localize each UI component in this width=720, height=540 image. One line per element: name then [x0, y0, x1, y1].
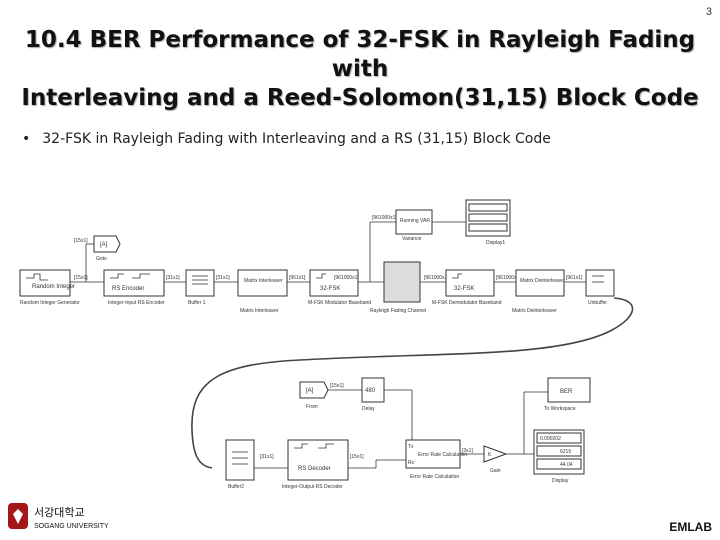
svg-text:32-FSK: 32-FSK — [454, 286, 474, 292]
delay-block[interactable]: 480 Delay — [361, 377, 385, 412]
svg-text:Error Rate Calculation: Error Rate Calculation — [410, 474, 459, 480]
svg-text:Rx: Rx — [408, 460, 415, 466]
svg-text:M-FSK Demodulator Baseband: M-FSK Demodulator Baseband — [432, 300, 502, 306]
university-logo: 서강대학교 SOGANG UNIVERSITY — [8, 503, 109, 530]
svg-text:[961000x1]: [961000x1] — [496, 275, 521, 281]
svg-text:0.090202: 0.090202 — [540, 436, 561, 442]
svg-text:6215: 6215 — [560, 449, 571, 455]
error-rate-block[interactable]: Tx Rx Error Rate Calculation Error Rate … — [405, 439, 473, 480]
svg-text:Running VAR: Running VAR — [400, 218, 430, 224]
svg-text:서강대학교: 서강대학교 — [34, 506, 85, 519]
svg-text:Buffer 1: Buffer 1 — [188, 300, 206, 306]
svg-text:Random Integer Generator: Random Integer Generator — [20, 300, 80, 306]
svg-text:Matrix Deinterleaver: Matrix Deinterleaver — [512, 308, 557, 314]
mfsk-demodulator-block[interactable]: 32-FSK M-FSK Demodulator Baseband [96100… — [432, 269, 521, 306]
svg-text:Rayleigh Fading Channel: Rayleigh Fading Channel — [370, 308, 426, 314]
title-line-2: Interleaving and a Reed-Solomon(31,15) B… — [21, 85, 699, 111]
svg-text:Integer-Input RS Encoder: Integer-Input RS Encoder — [108, 300, 165, 306]
svg-text:[31x1]: [31x1] — [216, 275, 230, 281]
svg-text:To Workspace: To Workspace — [544, 406, 576, 412]
rs-encoder-block[interactable]: RS Encoder Integer-Input RS Encoder [31x… — [103, 269, 180, 306]
slide-number: 3 — [705, 6, 712, 18]
svg-text:[961000x1]: [961000x1] — [372, 215, 397, 221]
display-block[interactable]: 0.090202 6215 44.04 Display — [533, 429, 585, 484]
svg-text:[15x1]: [15x1] — [350, 454, 364, 460]
svg-text:[961x1]: [961x1] — [289, 275, 306, 281]
svg-text:Matrix Interleaver: Matrix Interleaver — [240, 308, 279, 314]
svg-text:[961000x1]: [961000x1] — [334, 275, 359, 281]
slide-title: 10.4 BER Performance of 32-FSK in Raylei… — [0, 26, 720, 113]
svg-text:Variance: Variance — [402, 236, 422, 242]
goto-block[interactable]: [A] Goto [15x1] — [74, 235, 121, 262]
svg-text:Integer-Output RS Decoder: Integer-Output RS Decoder — [282, 484, 343, 490]
svg-text:From: From — [306, 404, 318, 410]
svg-text:Matrix Interleaver: Matrix Interleaver — [244, 278, 283, 284]
buffer2-block[interactable]: Buffer2 [31x1] — [225, 439, 274, 490]
svg-text:BER: BER — [560, 389, 573, 395]
svg-text:RS Encoder: RS Encoder — [112, 286, 144, 292]
svg-text:RS Decoder: RS Decoder — [298, 466, 331, 472]
svg-text:SOGANG UNIVERSITY: SOGANG UNIVERSITY — [34, 523, 109, 530]
footer-emlab: EMLAB — [669, 520, 712, 534]
svg-text:Error Rate Calculation: Error Rate Calculation — [418, 452, 467, 458]
bullet-text: 32-FSK in Rayleigh Fading with Interleav… — [42, 131, 551, 147]
rs-decoder-block[interactable]: RS Decoder Integer-Output RS Decoder [15… — [282, 439, 364, 490]
svg-text:Gain: Gain — [490, 468, 501, 474]
buffer1-block[interactable]: Buffer 1 [31x1] — [185, 269, 230, 306]
svg-text:[31x1]: [31x1] — [166, 275, 180, 281]
running-var-block[interactable]: Running VAR Variance [961000x1] — [372, 209, 433, 242]
svg-text:Display1: Display1 — [486, 240, 505, 246]
feedback-loop — [191, 297, 634, 469]
matrix-deinterleaver-block[interactable]: Matrix Deinterleaver Matrix Deinterleave… — [512, 269, 583, 314]
gain-block[interactable]: K Gain — [483, 445, 508, 474]
svg-text:Random Integer: Random Integer — [32, 284, 75, 290]
svg-text:Delay: Delay — [362, 406, 375, 412]
from-block[interactable]: [A] From [15x1] — [299, 381, 344, 410]
svg-text:480: 480 — [365, 388, 376, 394]
row3-wires — [254, 391, 548, 469]
svg-text:Matrix Deinterleaver: Matrix Deinterleaver — [520, 278, 565, 284]
svg-text:Tx: Tx — [408, 444, 414, 450]
svg-text:Unbuffer: Unbuffer — [588, 300, 607, 306]
svg-text:[15x1]: [15x1] — [330, 383, 344, 389]
svg-text:[961x1]: [961x1] — [566, 275, 583, 281]
svg-text:K: K — [488, 452, 492, 458]
row2-wires — [328, 389, 413, 448]
bullet-dot-icon: • — [22, 131, 31, 147]
title-line-1: 10.4 BER Performance of 32-FSK in Raylei… — [24, 27, 696, 82]
bullet-point: • 32-FSK in Rayleigh Fading with Interlea… — [22, 131, 551, 147]
svg-text:[31x1]: [31x1] — [260, 454, 274, 460]
random-integer-block[interactable]: Random Integer Random Integer Generator … — [19, 269, 88, 306]
svg-text:[15x1]: [15x1] — [74, 275, 88, 281]
display1-block[interactable]: Display1 — [465, 199, 511, 246]
row1-wires — [70, 221, 586, 283]
mfsk-modulator-block[interactable]: 32-FSK M-FSK Modulator Baseband [961000x… — [308, 269, 371, 306]
svg-text:[3x1]: [3x1] — [462, 448, 473, 454]
unbuffer-block[interactable]: Unbuffer — [585, 269, 615, 306]
svg-text:[15x1]: [15x1] — [74, 238, 88, 244]
svg-text:[961000x1]: [961000x1] — [424, 275, 449, 281]
svg-text:M-FSK Modulator Baseband: M-FSK Modulator Baseband — [308, 300, 371, 306]
to-workspace-block[interactable]: BER To Workspace — [544, 377, 591, 412]
svg-text:Buffer2: Buffer2 — [228, 484, 244, 490]
rayleigh-channel-block[interactable]: Rayleigh Fading Channel [961000x1] — [370, 261, 449, 314]
svg-text:Goto: Goto — [96, 256, 107, 262]
matrix-interleaver-block[interactable]: Matrix Interleaver Matrix Interleaver [9… — [237, 269, 306, 314]
svg-text:Display: Display — [552, 478, 569, 484]
svg-text:32-FSK: 32-FSK — [320, 286, 340, 292]
svg-text:44.04: 44.04 — [560, 462, 573, 468]
svg-text:[A]: [A] — [100, 242, 108, 248]
svg-text:[A]: [A] — [306, 388, 314, 394]
